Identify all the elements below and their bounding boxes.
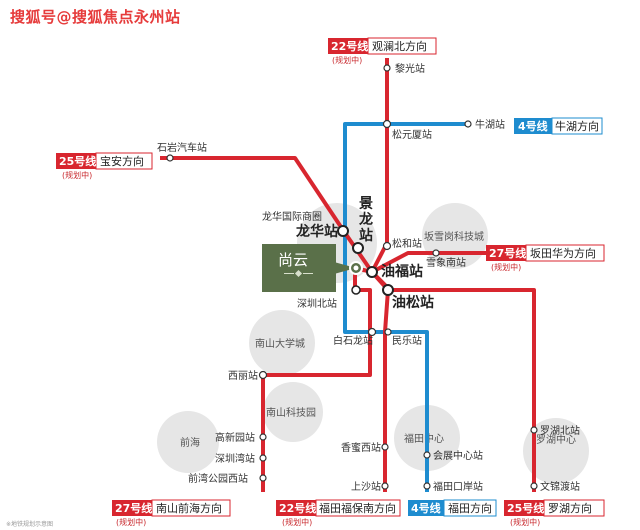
tag-l4-top-dir: 牛湖方向 — [555, 119, 599, 133]
station-label-longhua: 龙华站 — [295, 223, 338, 240]
tag-l25-bottom-dir: 罗湖方向 — [548, 501, 592, 515]
area-label-luohu: 罗湖中心 — [536, 433, 576, 446]
station-dot-shiyan[interactable] — [166, 154, 174, 162]
tag-l22-top[interactable]: 22号线 观澜北方向 (规划中) — [328, 37, 437, 65]
area-circle-nanshan-uni — [249, 310, 315, 376]
tag-l27-right-num: 27号线 — [489, 246, 526, 260]
station-dot-xiangmixi[interactable] — [381, 443, 389, 451]
station-label-jinglong: 景龙站 — [358, 196, 373, 244]
station-dot-shenzhenbei[interactable] — [351, 285, 361, 295]
station-dot-qianwan[interactable] — [259, 474, 267, 482]
area-circle-luohu — [523, 418, 589, 484]
station-label-songyuansha: 松元厦站 — [392, 128, 432, 141]
station-label-shenzhenbei: 深圳北站 — [297, 297, 337, 310]
tag-l25-left-num: 25号线 — [59, 154, 96, 168]
project-box — [262, 244, 336, 292]
station-dot-baishilong[interactable] — [367, 327, 377, 337]
project-ornament-icon — [284, 269, 313, 278]
tag-l4-bottom[interactable]: 4号线 福田方向 — [408, 499, 497, 517]
station-dot-songhe[interactable] — [382, 241, 392, 251]
station-label-songhe: 松和站 — [392, 237, 422, 250]
station-dot-songyuansha[interactable] — [382, 119, 392, 129]
station-dot-wenjindu[interactable] — [530, 482, 538, 490]
tag-l27-right-dir: 坂田华为方向 — [530, 246, 596, 260]
station-label-gaoxinyuan: 高新园站 — [215, 431, 255, 444]
station-label-futiankouan: 福田口岸站 — [433, 480, 483, 493]
station-label-minle: 民乐站 — [392, 334, 422, 347]
station-dot-jinglong[interactable] — [352, 242, 364, 254]
station-label-longhua-intl: 龙华国际商圈 — [262, 210, 322, 223]
area-label-nanshan-uni: 南山大学城 — [255, 337, 305, 350]
station-markers — [166, 64, 538, 490]
tag-l27-bottom[interactable]: 27号线 南山前海方向 (规划中) — [112, 499, 231, 527]
project-name: 尚云 — [278, 251, 308, 269]
tag-l22-bottom-num: 22号线 — [279, 501, 316, 515]
tag-l22-bottom-dir: 福田福保南方向 — [319, 501, 396, 515]
tag-l22-bottom-plan: (规划中) — [282, 517, 312, 527]
tag-l25-bottom-num: 25号线 — [507, 501, 544, 515]
area-label-bantian: 坂雪岗科技城 — [424, 230, 484, 243]
map-note: ※地铁规划示意图 — [6, 520, 53, 528]
station-dot-youfu[interactable] — [366, 266, 378, 278]
station-dot-minle[interactable] — [384, 328, 392, 336]
station-label-wenjindu: 文锦渡站 — [540, 480, 580, 493]
tag-l25-left-plan: (规划中) — [62, 170, 92, 180]
station-label-xiangmixi: 香蜜西站 — [341, 441, 381, 454]
station-label-yousong: 油松站 — [392, 294, 434, 311]
station-dot-xili[interactable] — [258, 370, 268, 380]
tag-l27-bottom-dir: 南山前海方向 — [156, 501, 222, 515]
tag-l25-bottom-plan: (规划中) — [510, 517, 540, 527]
station-dot-longhua[interactable] — [337, 225, 349, 237]
area-label-nanshan-tech: 南山科技园 — [266, 406, 316, 419]
project-pointer — [334, 262, 356, 274]
interchange-markers — [337, 225, 394, 296]
station-dot-luohubei[interactable] — [530, 426, 538, 434]
station-label-luohubei: 罗湖北站 — [540, 424, 580, 437]
area-label-futian: 福田中心 — [404, 432, 444, 445]
tag-l27-bottom-plan: (规划中) — [116, 517, 146, 527]
tag-l25-left-dir: 宝安方向 — [100, 154, 144, 168]
station-dot-shangsha[interactable] — [381, 482, 389, 490]
station-label-youfu: 油福站 — [381, 263, 423, 280]
station-label-shiyan: 石岩汽车站 — [157, 141, 207, 154]
station-dot-shenzhenwan[interactable] — [259, 454, 267, 462]
station-label-niuhu: 牛湖站 — [475, 118, 505, 131]
tag-l27-right[interactable]: 27号线 坂田华为方向 (规划中) — [486, 244, 605, 272]
area-circle-qianhai — [157, 411, 219, 473]
station-label-xuexiangnan: 雪象南站 — [426, 256, 466, 269]
station-label-xili: 西丽站 — [228, 369, 258, 382]
tag-l4-bottom-dir: 福田方向 — [448, 501, 492, 515]
tag-l22-top-dir: 观澜北方向 — [372, 39, 427, 53]
tag-l4-top[interactable]: 4号线 牛湖方向 — [514, 117, 603, 135]
station-dot-liguang[interactable] — [383, 64, 391, 72]
station-label-baishilong: 白石龙站 — [333, 334, 373, 347]
station-label-shenzhenwan: 深圳湾站 — [215, 452, 255, 465]
tag-l22-bottom[interactable]: 22号线 福田福保南方向 (规划中) — [276, 499, 401, 527]
station-dot-gaoxinyuan[interactable] — [259, 433, 267, 441]
tag-l27-bottom-num: 27号线 — [115, 501, 152, 515]
project-marker[interactable]: 尚云 — [262, 244, 363, 292]
station-dot-futiankouan[interactable] — [423, 482, 431, 490]
station-label-liguang: 黎光站 — [395, 62, 425, 75]
station-dot-huizhan[interactable] — [423, 451, 431, 459]
tag-l25-left[interactable]: 25号线 宝安方向 (规划中) — [56, 152, 153, 180]
station-dot-yousong[interactable] — [382, 284, 394, 296]
area-circle-nanshan-tech — [263, 382, 323, 442]
station-label-qianwan: 前湾公园西站 — [188, 472, 248, 485]
tag-l22-top-num: 22号线 — [331, 39, 368, 53]
area-label-qianhai: 前海 — [180, 436, 200, 449]
station-dot-xuexiangnan[interactable] — [432, 249, 440, 257]
station-label-huizhan: 会展中心站 — [433, 449, 483, 462]
tag-l22-top-plan: (规划中) — [332, 55, 362, 65]
watermark-text: 搜狐号@搜狐焦点永州站 — [10, 8, 181, 26]
tag-l4-top-num: 4号线 — [518, 119, 548, 133]
station-dot-niuhu[interactable] — [464, 120, 472, 128]
tag-l25-bottom[interactable]: 25号线 罗湖方向 (规划中) — [504, 499, 605, 527]
station-label-shangsha: 上沙站 — [351, 480, 381, 493]
tag-l4-bottom-num: 4号线 — [411, 501, 441, 515]
tag-l27-right-plan: (规划中) — [491, 262, 521, 272]
